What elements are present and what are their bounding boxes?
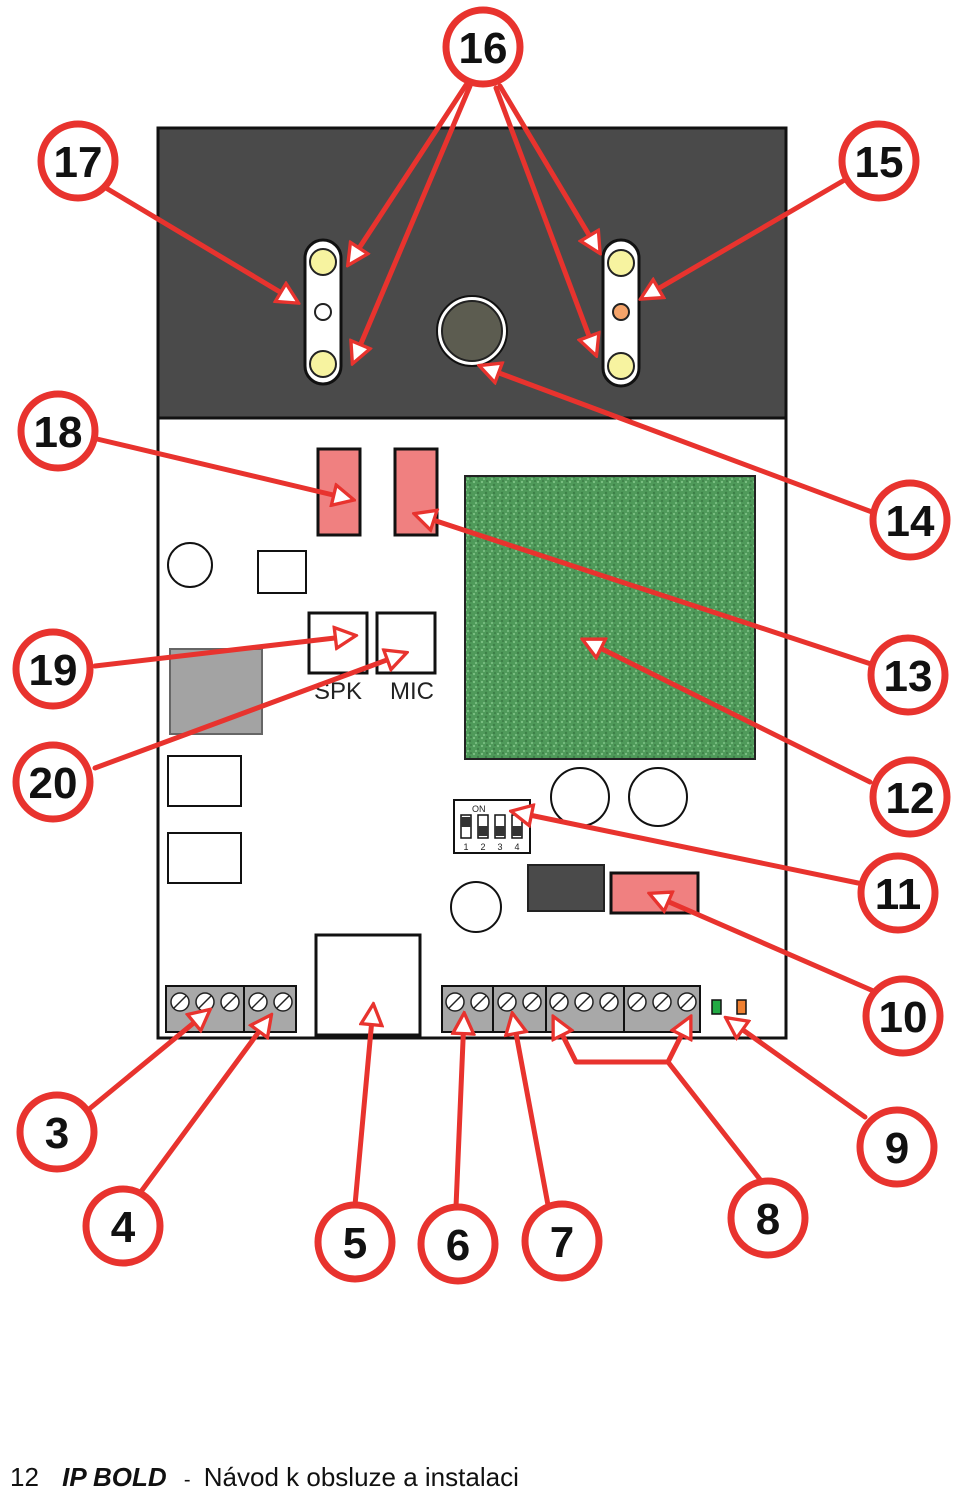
right-middle-led	[612, 303, 630, 321]
page-footer: 12 IP BOLD - Návod k obsluze a instalaci	[10, 1462, 519, 1493]
arrow-8-right	[665, 1020, 689, 1065]
callout-arrows	[85, 82, 881, 1210]
arrow-3	[85, 1012, 207, 1113]
callout-3-label: 3	[45, 1109, 69, 1158]
callout-12: 12	[869, 756, 951, 838]
left-middle-led	[314, 303, 332, 321]
arrow-20	[92, 654, 403, 771]
callout-20: 20	[12, 741, 94, 823]
callout-5: 5	[314, 1201, 396, 1283]
footer-separator: -	[183, 1469, 191, 1491]
callout-10-label: 10	[879, 993, 928, 1042]
arrow-6	[456, 1017, 464, 1210]
callout-17-label: 17	[54, 138, 103, 187]
arrow-9	[729, 1020, 868, 1120]
arrow-19	[92, 636, 352, 669]
capacitor-left	[167, 542, 213, 588]
arrow-13	[418, 515, 874, 667]
arrow-11	[515, 812, 861, 886]
callout-3: 3	[16, 1091, 98, 1173]
callout-4-label: 4	[111, 1203, 136, 1252]
camera-lens	[441, 300, 503, 362]
callout-18-label: 18	[34, 408, 83, 457]
callout-20-label: 20	[29, 759, 78, 808]
arrow-5	[352, 1008, 373, 1208]
callout-6-label: 6	[446, 1221, 470, 1270]
dip-number-3: 3	[497, 842, 502, 852]
chip-gray	[169, 648, 263, 735]
callout-16: 16	[442, 6, 524, 88]
arrow-7	[513, 1017, 551, 1208]
callout-10: 10	[862, 975, 944, 1057]
brand-name: IP BOLD	[62, 1462, 167, 1492]
arrow-8-left	[555, 1020, 765, 1185]
callout-9: 9	[856, 1106, 938, 1188]
document-title: Návod k obsluze a instalaci	[203, 1462, 519, 1492]
arrow-15	[644, 175, 851, 297]
callout-14-label: 14	[886, 497, 935, 546]
status-led-orange	[736, 999, 747, 1015]
callout-7-label: 7	[550, 1218, 574, 1267]
callout-19: 19	[12, 628, 94, 710]
arrow-10	[653, 895, 881, 996]
page-number: 12	[10, 1462, 39, 1492]
capacitor-right	[628, 767, 688, 827]
right-bottom-led	[607, 352, 635, 380]
mic-label: MIC	[390, 678, 434, 705]
capacitor-center	[550, 767, 610, 827]
arrow-17	[103, 185, 295, 301]
component-left-1	[167, 755, 242, 807]
dip-switch: ON 1 2 3 4	[453, 799, 531, 854]
gsm-module	[464, 475, 756, 760]
arrow-16-right-bottom	[493, 85, 595, 352]
left-top-led	[309, 248, 337, 276]
arrow-16-right-top	[497, 83, 598, 250]
chip-dark	[527, 864, 605, 912]
spk-connector	[307, 611, 369, 675]
dip-number-1: 1	[463, 842, 468, 852]
arrow-4	[137, 1018, 269, 1196]
callout-8: 8	[727, 1177, 809, 1259]
jumper-13	[393, 447, 439, 537]
small-component	[257, 550, 307, 594]
callout-4: 4	[82, 1185, 164, 1267]
callout-19-label: 19	[29, 646, 78, 695]
callout-15-label: 15	[855, 138, 904, 187]
arrow-16-left-top	[350, 82, 469, 262]
callout-5-label: 5	[343, 1219, 367, 1268]
callout-11-label: 11	[875, 870, 922, 919]
callout-6: 6	[417, 1203, 499, 1285]
terminal-block-right	[441, 985, 701, 1033]
status-led-green	[711, 999, 722, 1015]
arrow-16-left-bottom	[354, 83, 473, 360]
callout-17: 17	[37, 120, 119, 202]
arrow-14	[483, 367, 875, 515]
component-left-2	[167, 832, 242, 884]
callout-13-label: 13	[884, 652, 933, 701]
terminal-block-left	[165, 985, 297, 1033]
callout-15: 15	[838, 120, 920, 202]
capacitor-bottom	[450, 881, 502, 933]
mic-connector	[375, 611, 437, 675]
callout-9-label: 9	[885, 1124, 909, 1173]
dip-on-label: ON	[472, 804, 486, 814]
callout-18: 18	[17, 390, 99, 472]
callout-12-label: 12	[886, 774, 935, 823]
ethernet-port	[314, 933, 422, 1037]
callout-14: 14	[869, 479, 951, 561]
dip-number-4: 4	[514, 842, 519, 852]
callout-16-label: 16	[459, 24, 508, 73]
callout-8-label: 8	[756, 1195, 780, 1244]
arrow-18	[94, 436, 350, 499]
callout-11: 11	[857, 852, 939, 934]
left-bottom-led	[309, 350, 337, 378]
callout-13: 13	[867, 634, 949, 716]
arrow-12	[586, 641, 873, 785]
callout-7: 7	[521, 1200, 603, 1282]
dip-number-2: 2	[480, 842, 485, 852]
right-top-led	[607, 249, 635, 277]
